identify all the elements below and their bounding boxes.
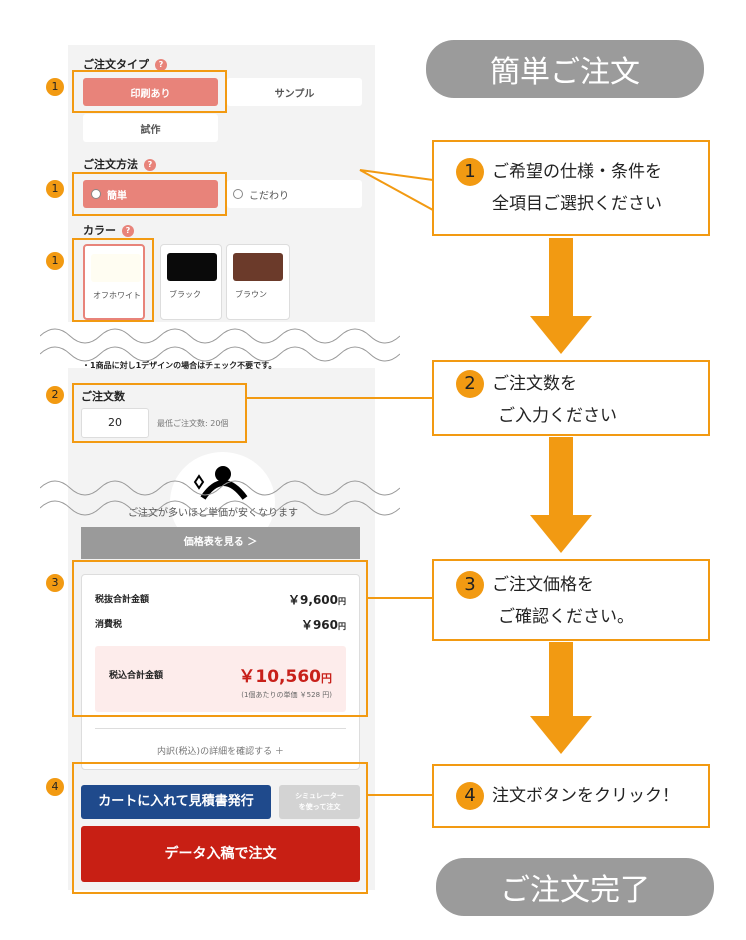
amount: ￥9,600 — [288, 593, 338, 607]
order-type-prototype[interactable]: 試作 — [83, 114, 218, 142]
step-number: 2 — [456, 370, 484, 398]
swatch-color — [91, 254, 141, 282]
arrow-head — [530, 316, 592, 354]
data-upload-order-button[interactable]: データ入稿で注文 — [81, 826, 360, 882]
step-marker: 1 — [46, 78, 64, 96]
step-text: ご注文数を — [492, 374, 577, 394]
total-value: ￥10,560円 — [220, 662, 332, 687]
subtotal-label: 税抜合計金額 — [95, 595, 150, 605]
connector-line — [368, 794, 432, 796]
order-method-simple[interactable]: 簡単 — [83, 180, 218, 208]
step-text: 注文ボタンをクリック！ — [492, 786, 679, 806]
swatch-color — [167, 253, 217, 281]
subtotal-value: ￥9,600円 — [260, 591, 346, 608]
step-marker: 3 — [46, 574, 64, 592]
step-text: ご希望の仕様・条件を — [492, 162, 662, 182]
mascot-icon — [193, 466, 248, 500]
highlight-price — [72, 560, 368, 717]
amount: ￥960 — [300, 618, 338, 632]
currency: 円 — [338, 622, 346, 631]
step-1-box: 1 ご希望の仕様・条件を全項目ご選択ください — [432, 140, 710, 236]
help-icon[interactable]: ? — [144, 159, 156, 171]
step-marker: 4 — [46, 778, 64, 796]
add-to-cart-button[interactable]: カートに入れて見積書発行 — [81, 785, 271, 819]
step-number: 4 — [456, 782, 484, 810]
step-number: 3 — [456, 571, 484, 599]
arrow-down-icon — [549, 238, 573, 318]
wavy-cut-lines — [40, 480, 400, 516]
radio-icon — [91, 189, 101, 199]
end-pill: ご注文完了 — [436, 858, 714, 916]
arrow-down-icon — [549, 437, 573, 517]
tax-label: 消費税 — [95, 620, 123, 630]
color-swatch-brown[interactable]: ブラウン — [226, 244, 290, 320]
connector-line — [247, 397, 433, 399]
step-4-box: 4 注文ボタンをクリック！ — [432, 764, 710, 828]
callout-tail — [359, 169, 434, 212]
cut-gap — [40, 322, 400, 368]
help-icon[interactable]: ? — [122, 225, 134, 237]
highlight-quantity — [72, 383, 247, 443]
wavy-cut-lines — [40, 328, 400, 362]
help-icon[interactable]: ? — [155, 59, 167, 71]
radio-icon — [233, 189, 243, 199]
color-label: カラー? — [83, 222, 134, 238]
total-box — [95, 646, 346, 712]
price-table-button[interactable]: 価格表を見る ＞ — [81, 527, 360, 559]
step-text: 全項目ご選択ください — [492, 194, 662, 214]
step-number: 1 — [456, 158, 484, 186]
quantity-input[interactable]: 20 — [81, 408, 149, 438]
color-swatch-black[interactable]: ブラック — [160, 244, 222, 320]
details-link[interactable]: 内訳(税込)の詳細を確認する ＋ — [157, 747, 284, 757]
simulator-button[interactable]: シミュレーター を使って注文 — [279, 785, 360, 819]
order-type-printed[interactable]: 印刷あり — [83, 78, 218, 106]
swatch-label: ブラック — [169, 290, 201, 299]
option-label: こだわり — [249, 190, 289, 202]
min-quantity-note: 最低ご注文数: 20個 — [157, 419, 229, 428]
arrow-head — [530, 515, 592, 553]
design-note: ・1商品に対し1デザインの場合はチェック不要です。 — [82, 361, 277, 370]
divider — [95, 728, 346, 729]
total-label: 税込合計金額 — [109, 671, 164, 681]
step-marker: 1 — [46, 180, 64, 198]
option-label: 簡単 — [107, 190, 127, 202]
swatch-color — [233, 253, 283, 281]
order-type-sample[interactable]: サンプル — [227, 78, 362, 106]
start-pill: 簡単ご注文 — [426, 40, 704, 98]
unit-price-note: (1個あたりの単価 ￥528 円) — [241, 691, 332, 699]
step-2-box: 2 ご注文数をご入力ください — [432, 360, 710, 436]
step-text: ご注文価格を — [492, 575, 594, 595]
highlight-order-method — [72, 172, 227, 216]
order-method-label: ご注文方法? — [83, 156, 156, 172]
amount: ￥10,560 — [238, 667, 321, 687]
connector-line — [368, 597, 433, 599]
swatch-label: ブラウン — [235, 290, 267, 299]
step-text: ご入力ください — [498, 406, 617, 426]
arrow-head — [530, 716, 592, 754]
highlight-order-buttons — [72, 762, 368, 894]
order-type-label: ご注文タイプ? — [83, 56, 167, 72]
highlight-color — [72, 238, 154, 322]
color-swatch-offwhite[interactable]: オフホワイト — [83, 244, 145, 320]
step-marker: 1 — [46, 252, 64, 270]
currency: 円 — [338, 597, 346, 606]
step-marker: 2 — [46, 386, 64, 404]
step-text: ご確認ください。 — [498, 607, 634, 627]
step-3-box: 3 ご注文価格をご確認ください。 — [432, 559, 710, 641]
highlight-order-type — [72, 70, 227, 113]
swatch-label: オフホワイト — [93, 291, 141, 300]
arrow-down-icon — [549, 642, 573, 718]
tax-value: ￥960円 — [260, 616, 346, 633]
quantity-label: ご注文数 — [81, 390, 125, 403]
currency: 円 — [321, 672, 332, 685]
order-method-custom[interactable]: こだわり — [227, 180, 362, 208]
